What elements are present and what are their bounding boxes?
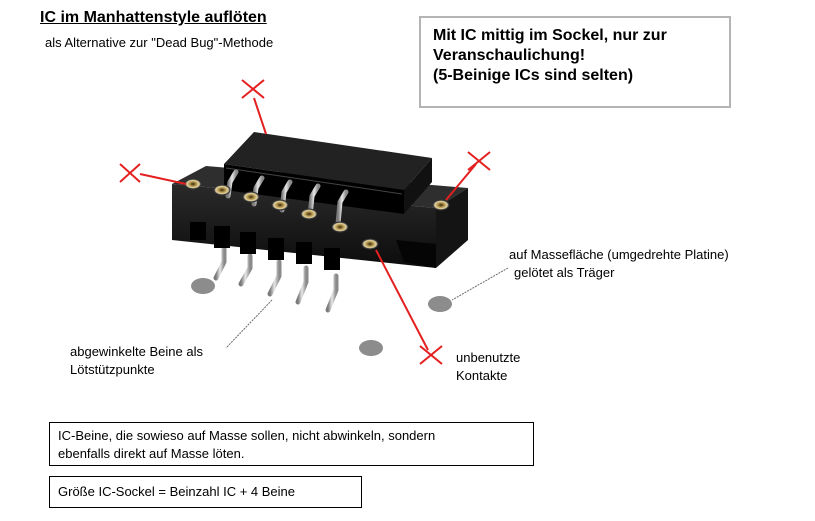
bent-legs-annotation: abgewinkelte Beine als Lötstützpunkte <box>70 343 203 379</box>
socket-contacts <box>184 178 450 250</box>
ground-solder-blobs <box>191 278 452 356</box>
cross-mark-icon <box>119 163 141 183</box>
page-title: IC im Manhattenstyle auflöten <box>40 9 267 26</box>
cross-mark-icon <box>241 79 265 99</box>
page-subtitle: als Alternative zur "Dead Bug"-Methode <box>45 35 274 50</box>
bent-pins <box>213 245 339 313</box>
info-line: ebenfalls direkt auf Masse löten. <box>58 446 245 461</box>
ground-blob <box>428 296 452 312</box>
unused-contacts-annotation: unbenutzte Kontakte <box>456 349 520 385</box>
annotation-line: gelötet als Träger <box>514 265 615 280</box>
note-box: Mit IC mittig im Sockel, nur zur Veransc… <box>419 16 731 108</box>
ground-annotation: auf Massefläche (umgedrehte Platine) gel… <box>509 246 729 282</box>
ground-rule-box: IC-Beine, die sowieso auf Masse sollen, … <box>49 422 534 466</box>
annotation-line: auf Massefläche (umgedrehte Platine) <box>509 247 729 262</box>
annotation-line: abgewinkelte Beine als <box>70 344 203 359</box>
annotation-line: unbenutzte <box>456 350 521 365</box>
note-line: Veranschaulichung! <box>433 47 586 64</box>
socket-rule-box: Größe IC-Sockel = Beinzahl IC + 4 Beine <box>49 476 362 508</box>
cross-mark-icon <box>419 345 443 365</box>
annotation-line: Lötstützpunkte <box>70 362 155 377</box>
note-line: Mit IC mittig im Sockel, nur zur <box>433 27 667 44</box>
note-line: (5-Beinige ICs sind selten) <box>433 67 634 84</box>
info-line: Größe IC-Sockel = Beinzahl IC + 4 Beine <box>58 484 296 499</box>
unused-contact-cross-marks <box>119 79 491 365</box>
ground-blob <box>359 340 383 356</box>
cross-mark-icon <box>467 151 491 171</box>
info-line: IC-Beine, die sowieso auf Masse sollen, … <box>58 428 436 443</box>
unused-contact-lines <box>139 97 477 351</box>
straight-pins <box>200 235 443 347</box>
leader-lines <box>225 267 509 349</box>
ground-blob <box>191 278 215 294</box>
annotation-line: Kontakte <box>456 368 508 383</box>
